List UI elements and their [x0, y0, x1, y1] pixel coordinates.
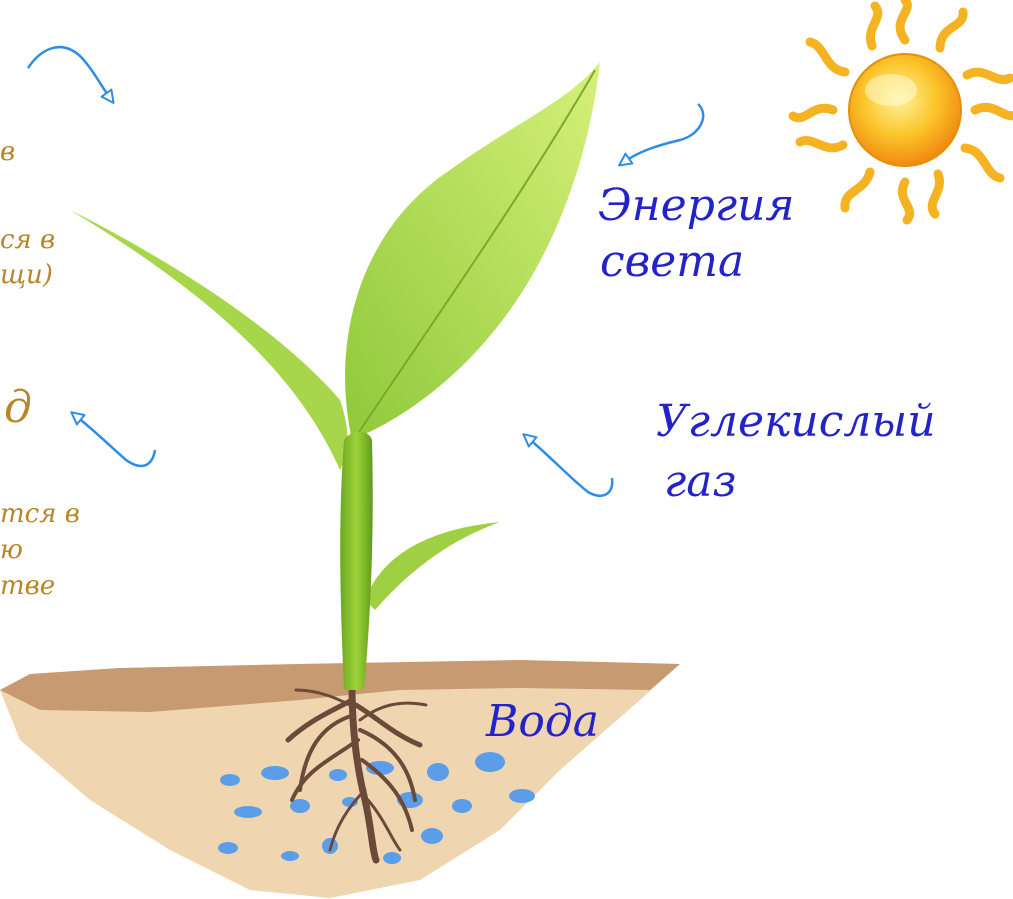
sugar-note-line3: щи)	[0, 260, 53, 290]
oxygen-note-line2: ю	[0, 535, 23, 565]
oxygen-label-fragment: д	[4, 382, 32, 433]
left-leaf	[70, 210, 348, 470]
carbon-dioxide-label-line2: газ	[664, 456, 736, 507]
sugar-note-line2: ся в	[0, 225, 55, 255]
arrow-oxygen-out-icon	[76, 416, 155, 466]
sugar-note-line1: в	[0, 137, 15, 167]
arrow-top-left-icon	[28, 47, 110, 98]
light-energy-label-line1: Энергия	[598, 180, 795, 231]
water-label: Вода	[485, 696, 599, 747]
sun-icon	[793, 0, 1013, 220]
oxygen-note-line3: тве	[0, 571, 55, 601]
arrow-to-leaf-icon	[624, 104, 703, 162]
carbon-dioxide-label-line1: Углекислый	[656, 396, 936, 447]
plant	[70, 62, 600, 690]
stem	[340, 432, 373, 690]
oxygen-note-line1: тся в	[0, 499, 80, 529]
small-leaf	[365, 522, 500, 610]
arrow-co2-in-icon	[528, 438, 612, 496]
main-leaf	[345, 62, 600, 440]
light-energy-label-line2: света	[600, 236, 744, 287]
